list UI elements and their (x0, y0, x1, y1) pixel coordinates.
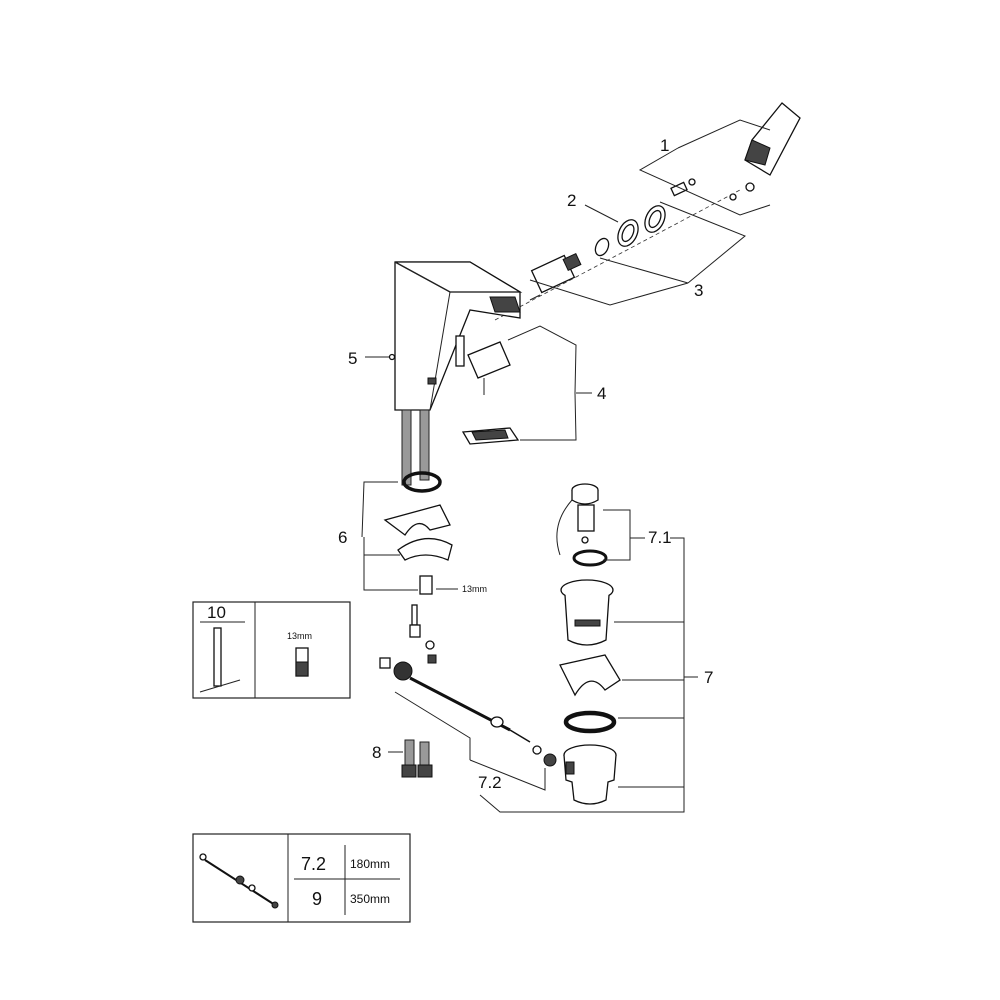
drawing-stroke (563, 754, 617, 805)
drawing-stroke (394, 261, 451, 293)
drawing-stroke (577, 504, 595, 532)
callout-5: 5 (348, 349, 357, 368)
callout-7-2: 7.2 (478, 773, 502, 792)
drawing-stroke (271, 901, 279, 909)
drawing-stroke (648, 209, 662, 229)
drawing-stroke (393, 661, 413, 681)
leader-line-7-2a (394, 691, 471, 760)
callout-7: 7 (704, 668, 713, 687)
rod-part-7-2: 7.2 (301, 854, 326, 874)
drawing-stroke (565, 761, 575, 775)
drawing-stroke (688, 178, 696, 186)
drawing-stroke (621, 223, 635, 243)
drawing-stroke (594, 237, 610, 257)
drawing-stroke (409, 624, 421, 638)
leader-line-3c (659, 201, 746, 284)
drawing-stroke (402, 471, 442, 493)
drawing-stroke (397, 538, 453, 561)
cartridge-part (529, 252, 582, 301)
drawing-stroke (404, 739, 415, 766)
rod-icon (199, 853, 279, 909)
drawing-stroke (379, 657, 391, 669)
callout-8: 8 (372, 743, 381, 762)
drawing-stroke (543, 753, 557, 767)
tool-number: 10 (207, 603, 226, 622)
callout-4: 4 (597, 384, 606, 403)
leader-line-7-2b (469, 759, 546, 791)
drawing-stroke (248, 884, 256, 892)
leader-line-4b (520, 392, 577, 441)
drawing-stroke (429, 291, 451, 411)
drawing-stroke (295, 661, 309, 677)
leader-line-1 (677, 119, 771, 149)
faucet-body-part (388, 261, 523, 486)
drawing-stroke (670, 181, 688, 197)
leader-line-2 (584, 204, 619, 223)
tool-box (192, 601, 351, 699)
leader-line-3a (599, 257, 689, 284)
drawing-stroke (572, 549, 608, 567)
drawing-stroke (199, 853, 207, 861)
assembly-axis (494, 189, 741, 321)
callout-1: 1 (660, 136, 669, 155)
leader-line-4a (507, 325, 577, 394)
ring-parts (594, 205, 666, 257)
tool-size: 13mm (287, 631, 312, 641)
drawing-stroke (532, 745, 542, 755)
drawing-stroke (235, 875, 245, 885)
leader-line-7-1 (603, 509, 631, 561)
drawing-stroke (574, 619, 601, 627)
drawing-stroke (388, 353, 396, 361)
drawing-stroke (490, 716, 504, 728)
drawing-stroke (417, 764, 433, 778)
drawing-stroke (419, 741, 430, 768)
callout-7-1: 7.1 (648, 528, 672, 547)
hose-connector-part (401, 739, 433, 778)
fixing-set-part (383, 471, 453, 626)
drawing-stroke (562, 252, 582, 272)
callout-2: 2 (567, 191, 576, 210)
leader-line-1b (638, 147, 771, 216)
drawing-stroke (559, 654, 621, 697)
drawing-stroke (199, 679, 241, 693)
drawing-stroke (455, 335, 465, 367)
drawing-stroke (529, 294, 541, 301)
rod-part-9: 9 (312, 889, 322, 909)
wrench-size-label: 13mm (462, 584, 487, 594)
drawing-stroke (427, 654, 437, 664)
drawing-stroke (419, 575, 433, 595)
drawing-stroke (471, 429, 509, 441)
drawing-stroke (401, 764, 417, 778)
leader-line-3b (529, 279, 689, 306)
drawing-stroke (467, 341, 511, 379)
leader-line-6a (361, 481, 398, 538)
leader-line-7-frame (479, 537, 685, 813)
rod-length-9: 350mm (350, 892, 390, 906)
drawing-stroke (571, 490, 599, 505)
drawing-stroke (192, 833, 411, 923)
drawing-stroke (745, 182, 755, 192)
drawing-stroke (744, 102, 801, 176)
drawing-stroke (419, 409, 430, 481)
drawing-stroke (556, 499, 573, 556)
callout-3: 3 (694, 281, 703, 300)
mounting-bracket-part (461, 341, 520, 445)
drawing-stroke (509, 729, 531, 743)
drawing-stroke (744, 139, 771, 166)
rod-length-table (192, 833, 411, 923)
drawing-stroke (425, 640, 435, 650)
callout-6: 6 (338, 528, 347, 547)
drawing-stroke (563, 710, 617, 734)
drawing-stroke (489, 296, 521, 313)
drawing-stroke (383, 504, 451, 536)
rod-length-7-2: 180mm (350, 857, 390, 871)
lever-handle-part (670, 102, 801, 201)
drawing-stroke (581, 536, 589, 544)
pop-up-waste-part (556, 483, 621, 805)
drawing-stroke (213, 627, 222, 687)
lift-rod-part (379, 624, 557, 767)
drawing-stroke (427, 377, 437, 385)
drawing-stroke (411, 604, 418, 626)
